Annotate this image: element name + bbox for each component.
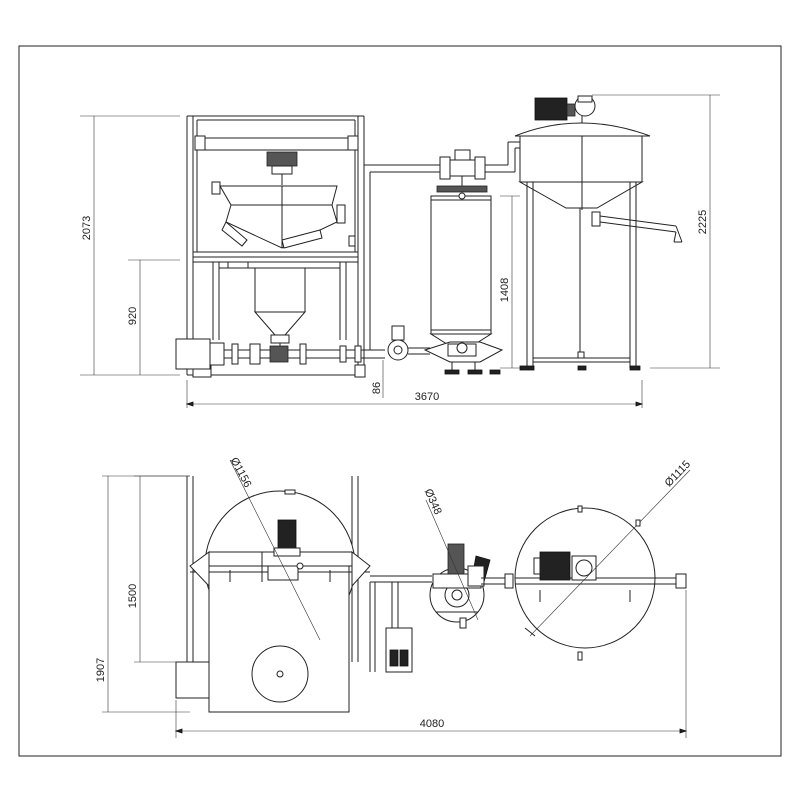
dim-2225-label: 2225: [697, 210, 709, 234]
dim-1500-label: 1500: [127, 584, 139, 608]
filter-column: [423, 149, 504, 375]
transfer-pipe: [363, 164, 440, 350]
filter-plan: [425, 499, 514, 629]
dim-86-label: 86: [371, 382, 383, 394]
front-dimension-lines: [80, 94, 720, 408]
dia-left-tank-label: Ø1156: [228, 456, 254, 490]
left-unit-plan: [175, 459, 371, 713]
right-tank-plan: [514, 469, 691, 661]
dia-filter-label: Ø348: [422, 487, 444, 516]
dim-4080-label: 4080: [420, 718, 444, 730]
pipe-to-right-tank: [485, 141, 520, 173]
plan-view: 1907 1500 4080 Ø1156 Ø348 Ø1115: [95, 456, 693, 738]
right-storage-tank: [514, 95, 683, 371]
plan-transfer-pipe: [369, 575, 432, 673]
dia-right-tank-label: Ø1115: [663, 458, 693, 489]
dim-1408-label: 1408: [499, 278, 511, 302]
bottom-pipework: [175, 325, 430, 370]
upper-drum: [211, 151, 356, 249]
lower-cone-vessel: [227, 261, 307, 352]
dim-920-label: 920: [127, 307, 139, 325]
dim-3670-label: 3670: [415, 391, 439, 403]
dim-1907-label: 1907: [95, 658, 107, 682]
dim-2073-label: 2073: [81, 216, 93, 240]
front-elevation-view: 2073 920 1408 2225 86 3670: [80, 94, 720, 408]
plan-dimension-lines: [102, 475, 688, 738]
drawing-border: [18, 45, 782, 757]
